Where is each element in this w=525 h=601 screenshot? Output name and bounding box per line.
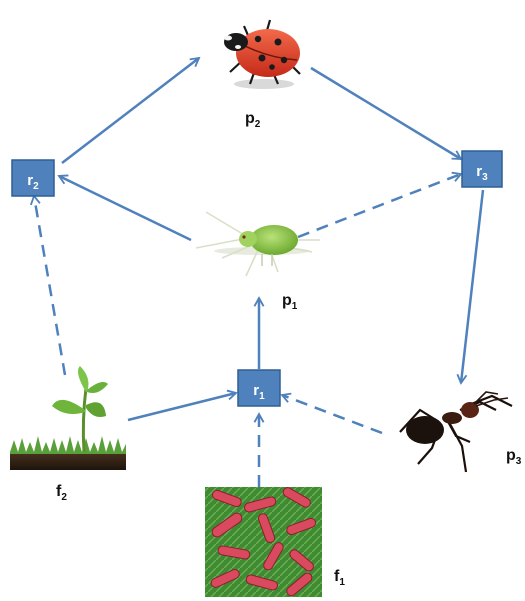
node-f1-label: f bbox=[334, 568, 340, 585]
edge-f2-to-r1 bbox=[127, 393, 236, 422]
edge-f2-to-r2 bbox=[34, 196, 67, 376]
node-r1-box bbox=[237, 369, 281, 407]
ladybug-picture bbox=[224, 19, 301, 89]
node-r3-subscript: 3 bbox=[482, 172, 488, 183]
node-r2: r2 bbox=[11, 159, 55, 197]
node-p1: p1 bbox=[282, 292, 298, 312]
node-r1-label: r bbox=[253, 382, 259, 399]
node-p3-subscript: 3 bbox=[516, 456, 522, 467]
svg-text:r3: r3 bbox=[476, 163, 488, 183]
node-r3: r3 bbox=[461, 150, 503, 188]
node-p2-subscript: 2 bbox=[255, 119, 261, 130]
svg-text:r1: r1 bbox=[253, 382, 265, 402]
node-r1: r1 bbox=[237, 369, 281, 407]
node-p1-label: p bbox=[282, 292, 292, 309]
bacteria-picture bbox=[205, 487, 322, 597]
node-p1-subscript: 1 bbox=[292, 301, 298, 312]
ant-picture bbox=[399, 391, 513, 473]
node-r3-label: r bbox=[476, 163, 482, 180]
node-r1-subscript: 1 bbox=[259, 391, 265, 402]
edge-p3-to-r1 bbox=[282, 395, 383, 435]
node-p2: p2 bbox=[245, 110, 261, 130]
edge-layer bbox=[34, 58, 485, 487]
node-f1: f1 bbox=[334, 568, 345, 588]
node-r2-subscript: 2 bbox=[33, 181, 39, 192]
edge-p1-to-r3 bbox=[297, 174, 461, 239]
node-f2-subscript: 2 bbox=[61, 492, 67, 503]
edge-r3-to-p3 bbox=[461, 189, 485, 383]
edge-p1-to-r2 bbox=[59, 176, 192, 242]
node-p3-label: p bbox=[506, 447, 516, 464]
node-r2-label: r bbox=[27, 172, 33, 189]
node-p2-label: p bbox=[245, 110, 255, 127]
svg-text:r2: r2 bbox=[27, 172, 39, 192]
node-r2-box bbox=[11, 159, 55, 197]
edge-r2-to-p2 bbox=[61, 58, 199, 164]
seedling-picture bbox=[10, 366, 126, 470]
node-f1-subscript: 1 bbox=[339, 577, 345, 588]
node-f2: f2 bbox=[56, 483, 67, 503]
node-p3: p3 bbox=[506, 447, 522, 467]
edge-p2-to-r3 bbox=[310, 66, 461, 161]
node-r3-box bbox=[461, 150, 503, 188]
aphid-picture bbox=[195, 211, 320, 277]
node-f2-label: f bbox=[56, 483, 62, 500]
